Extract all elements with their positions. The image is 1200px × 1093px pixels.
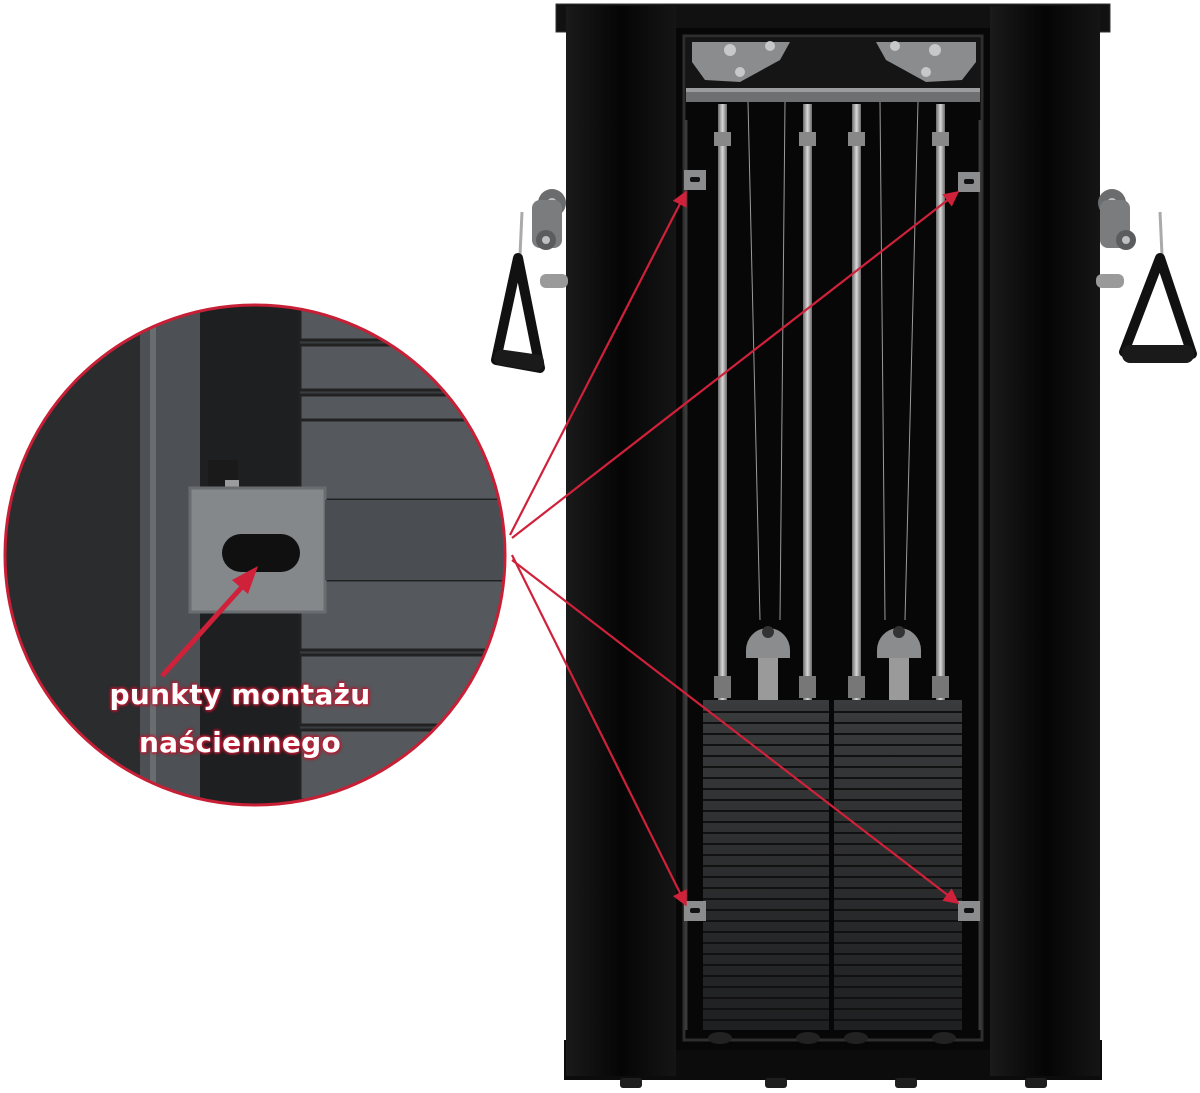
left-handle-icon bbox=[491, 211, 545, 373]
arrow-to-top-right-bracket bbox=[511, 191, 960, 539]
mounting-bracket-top-right bbox=[958, 172, 980, 192]
weight-base-bumpers bbox=[708, 1032, 956, 1044]
cables bbox=[747, 101, 919, 621]
zoom-detail-circle bbox=[3, 303, 507, 807]
mounting-bracket-top-left bbox=[684, 170, 706, 190]
arrow-to-top-left-bracket bbox=[509, 190, 687, 536]
right-handle-icon bbox=[1119, 211, 1197, 363]
arrow-to-bottom-right-bracket bbox=[511, 559, 960, 904]
callout-label-line1: punkty montażu bbox=[109, 678, 371, 711]
callout-label-line2: naściennego bbox=[138, 726, 342, 759]
mounting-bracket-bottom-right bbox=[958, 901, 980, 921]
right-side-panel bbox=[990, 6, 1100, 1076]
left-side-panel bbox=[566, 6, 676, 1076]
top-pulley-assembly bbox=[686, 38, 980, 102]
guide-rods bbox=[714, 104, 949, 704]
callout-arrows bbox=[509, 190, 960, 907]
mounting-bracket-bottom-left bbox=[684, 901, 706, 921]
arrow-to-bottom-left-bracket bbox=[511, 554, 687, 907]
feet bbox=[620, 1078, 1047, 1088]
selector-pulleys bbox=[746, 626, 921, 700]
left-side-pulley bbox=[532, 189, 568, 288]
cable-machine bbox=[491, 3, 1197, 1088]
zoom-arrow bbox=[160, 566, 258, 678]
right-side-pulley bbox=[1096, 189, 1136, 288]
